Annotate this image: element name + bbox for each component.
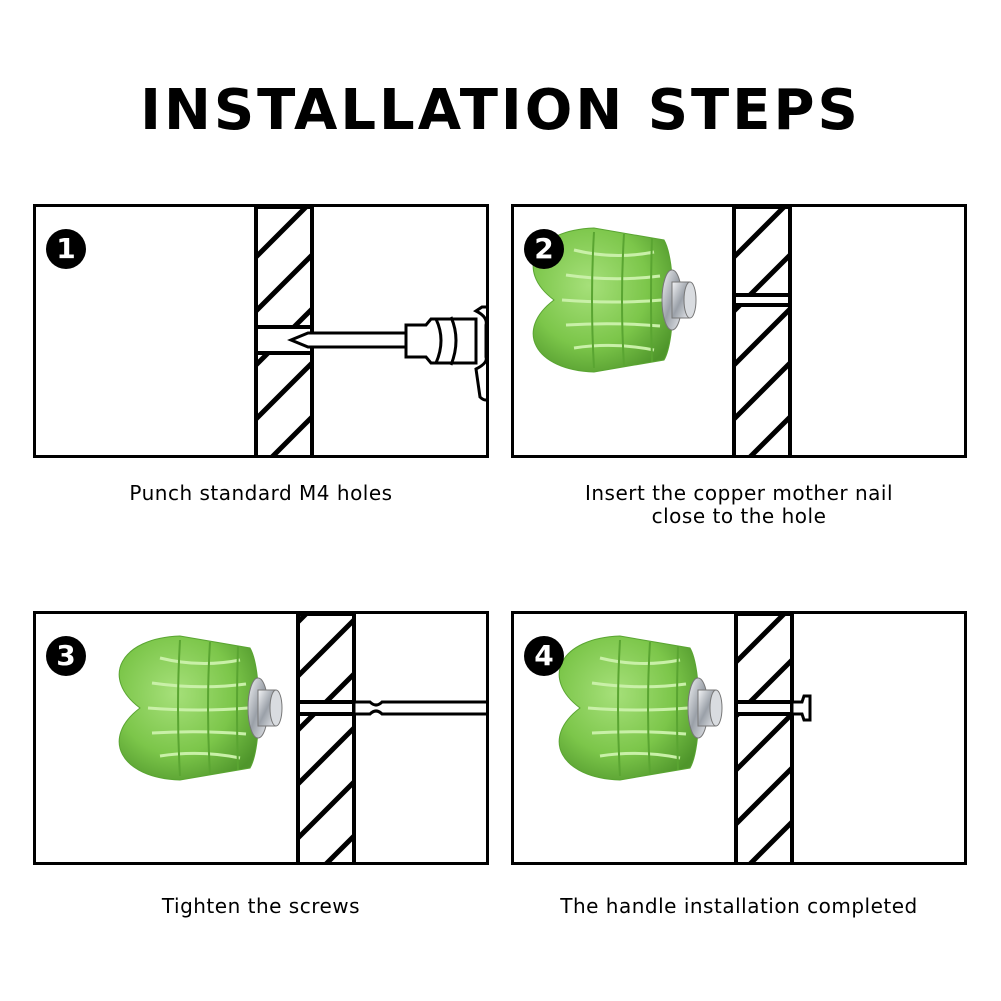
page-title: INSTALLATION STEPS	[140, 78, 861, 143]
step-4-panel: 4	[511, 611, 967, 865]
step-2-caption-line1: Insert the copper mother nail	[584, 481, 894, 505]
step-3-caption: Tighten the screws	[161, 894, 361, 918]
step-number-badge: 1	[46, 229, 86, 269]
step-number-badge: 2	[524, 229, 564, 269]
step-3-panel: 3	[33, 611, 489, 865]
knob-icon	[557, 634, 724, 782]
step-1-panel: 1	[33, 204, 489, 458]
step-number-badge: 3	[46, 636, 86, 676]
step-number-badge: 4	[524, 636, 564, 676]
step-4-caption: The handle installation completed	[560, 894, 918, 918]
drill-icon	[287, 305, 486, 402]
step-2-caption-line2: close to the hole	[651, 504, 827, 528]
step-2-panel: 2	[511, 204, 967, 458]
knob-icon	[117, 634, 284, 782]
step-1-caption: Punch standard M4 holes	[129, 481, 393, 505]
